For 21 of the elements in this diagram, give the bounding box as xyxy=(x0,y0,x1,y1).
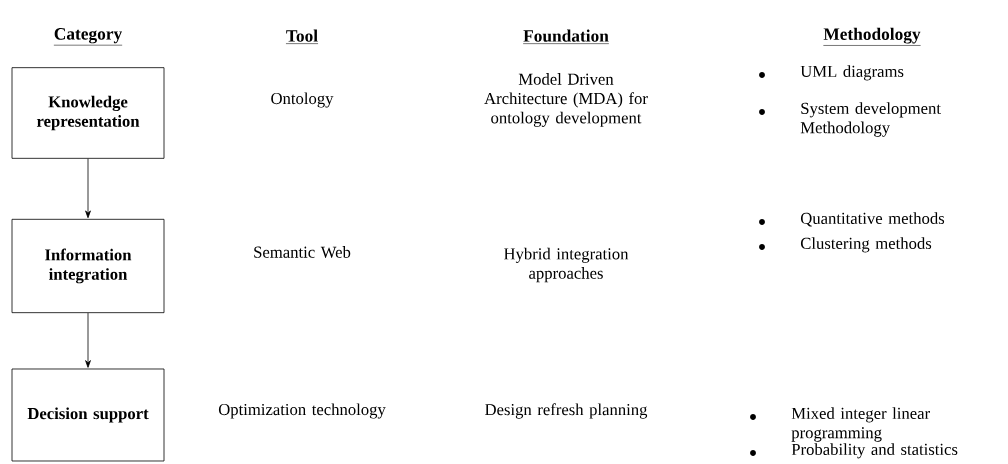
column-heading: Foundation xyxy=(522,29,610,44)
bullet-item: Clustering methods xyxy=(759,237,932,253)
category-box: Knowledge representation xyxy=(11,67,165,159)
cell-text: Ontology xyxy=(271,92,334,108)
cell-text: Optimization technology xyxy=(218,403,386,419)
cell-text: Model Driven Architecture (MDA) for ontology development xyxy=(484,73,648,127)
cell-text: Design refresh planning xyxy=(485,403,648,419)
column-heading: Category xyxy=(53,28,123,46)
bullet-item: UML diagrams xyxy=(759,65,904,81)
bullet-item: Mixed integer linear programming xyxy=(750,407,930,442)
cell-text: Hybrid integration approaches xyxy=(504,247,629,283)
category-box: Information integration xyxy=(11,218,165,314)
bullet-item: Quantitative methods xyxy=(759,212,945,227)
arrow xyxy=(85,312,91,368)
category-box: Decision support xyxy=(11,368,165,462)
column-heading: Tool xyxy=(285,29,319,44)
bullet-item: System development Methodology xyxy=(759,102,941,137)
column-heading: Methodology xyxy=(823,27,921,46)
arrow xyxy=(85,158,91,219)
bullet-item: Probability and statistics xyxy=(750,443,958,459)
cell-text: Semantic Web xyxy=(254,246,351,258)
